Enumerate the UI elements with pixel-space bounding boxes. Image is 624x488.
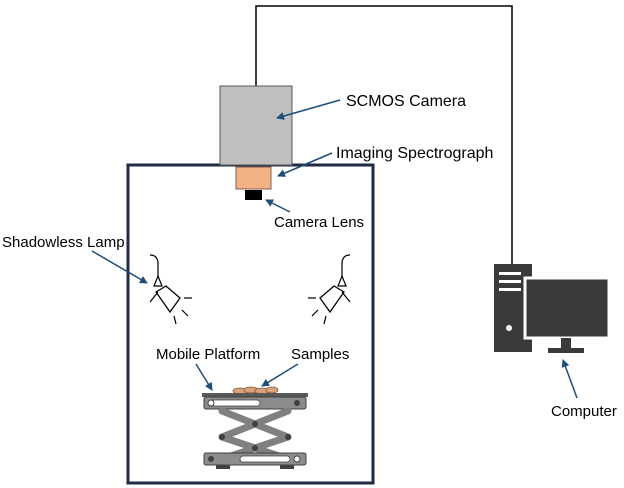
label-camera-lens: Camera Lens <box>274 214 364 231</box>
data-cable <box>255 5 513 264</box>
monitor-icon <box>523 276 611 353</box>
label-mobile-platform: Mobile Platform <box>156 346 260 363</box>
scissor-lift-icon <box>202 386 308 469</box>
arrow-camera-lens <box>265 199 291 213</box>
arrow-imaging-spectrograph <box>277 152 333 177</box>
lamp-icon <box>308 254 351 325</box>
arrow-computer <box>561 359 578 399</box>
arrow-scmos-camera <box>276 99 341 120</box>
label-imaging-spectrograph: Imaging Spectrograph <box>336 145 493 162</box>
camera-lens <box>245 190 262 200</box>
arrow-mobile-platform <box>195 363 213 391</box>
arrow-samples <box>261 363 299 387</box>
enclosure-box <box>126 163 375 485</box>
samples-group <box>232 386 279 395</box>
label-scmos-camera: SCMOS Camera <box>346 93 466 110</box>
label-computer: Computer <box>551 403 617 420</box>
label-samples: Samples <box>291 346 349 363</box>
label-shadowless-lamp: Shadowless Lamp <box>2 234 125 251</box>
scmos-camera <box>219 85 293 166</box>
arrow-shadowless-lamp <box>91 250 148 284</box>
lamp-icon <box>149 254 192 325</box>
imaging-spectrograph <box>235 166 272 190</box>
